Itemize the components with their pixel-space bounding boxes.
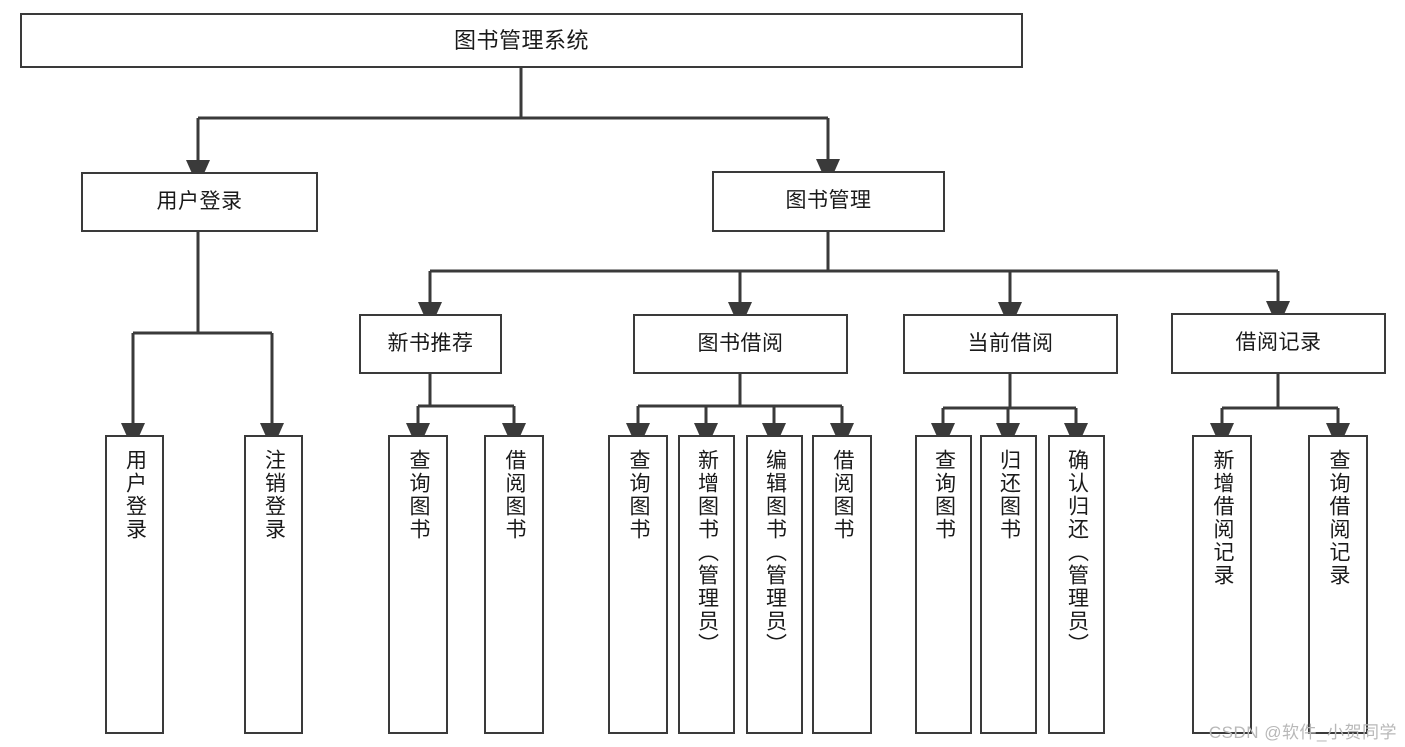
leaf-node[interactable]: 归还图书 (980, 435, 1037, 734)
leaf-node-label: 查询图书 (627, 449, 651, 541)
node-book-borrow[interactable]: 图书借阅 (633, 314, 848, 374)
leaf-node-label: 借阅图书 (503, 449, 527, 541)
node-book-borrow-label: 图书借阅 (697, 331, 784, 355)
leaf-node[interactable]: 查询借阅记录 (1308, 435, 1368, 734)
node-new-book-recommend[interactable]: 新书推荐 (359, 314, 502, 374)
leaf-node-label: 确认归还（管理员） (1065, 449, 1089, 656)
node-borrow-records[interactable]: 借阅记录 (1171, 313, 1386, 374)
leaf-node[interactable]: 借阅图书 (484, 435, 544, 734)
node-root[interactable]: 图书管理系统 (20, 13, 1023, 68)
leaf-node-label: 用户登录 (123, 449, 147, 541)
leaf-node-label: 新增借阅记录 (1211, 449, 1235, 587)
leaf-node-label: 借阅图书 (831, 449, 855, 541)
node-user-login-label: 用户登录 (156, 189, 243, 213)
leaf-node-label: 查询图书 (932, 449, 956, 541)
leaf-node-label: 归还图书 (997, 449, 1021, 541)
leaf-node[interactable]: 注销登录 (244, 435, 303, 734)
leaf-node-label: 查询图书 (407, 449, 431, 541)
leaf-node[interactable]: 新增图书（管理员） (678, 435, 735, 734)
node-root-label: 图书管理系统 (453, 27, 589, 53)
leaf-node[interactable]: 确认归还（管理员） (1048, 435, 1105, 734)
leaf-node[interactable]: 借阅图书 (812, 435, 872, 734)
node-borrow-records-label: 借阅记录 (1235, 331, 1322, 355)
leaf-node[interactable]: 用户登录 (105, 435, 164, 734)
node-current-borrow[interactable]: 当前借阅 (903, 314, 1118, 374)
node-new-book-recommend-label: 新书推荐 (387, 331, 474, 355)
watermark: CSDN @软件_小贺同学 (1208, 723, 1397, 742)
leaf-node[interactable]: 新增借阅记录 (1192, 435, 1252, 734)
leaf-node[interactable]: 查询图书 (608, 435, 668, 734)
leaf-node-label: 新增图书（管理员） (695, 449, 719, 656)
leaf-node-label: 注销登录 (262, 449, 286, 541)
leaf-node-label: 查询借阅记录 (1327, 449, 1351, 587)
leaf-node[interactable]: 查询图书 (388, 435, 448, 734)
node-book-management-label: 图书管理 (785, 189, 872, 213)
leaf-node[interactable]: 编辑图书（管理员） (746, 435, 803, 734)
node-book-management[interactable]: 图书管理 (712, 171, 945, 232)
node-user-login[interactable]: 用户登录 (81, 172, 318, 232)
leaf-node-label: 编辑图书（管理员） (763, 449, 787, 656)
leaf-node[interactable]: 查询图书 (915, 435, 972, 734)
node-current-borrow-label: 当前借阅 (967, 331, 1054, 355)
